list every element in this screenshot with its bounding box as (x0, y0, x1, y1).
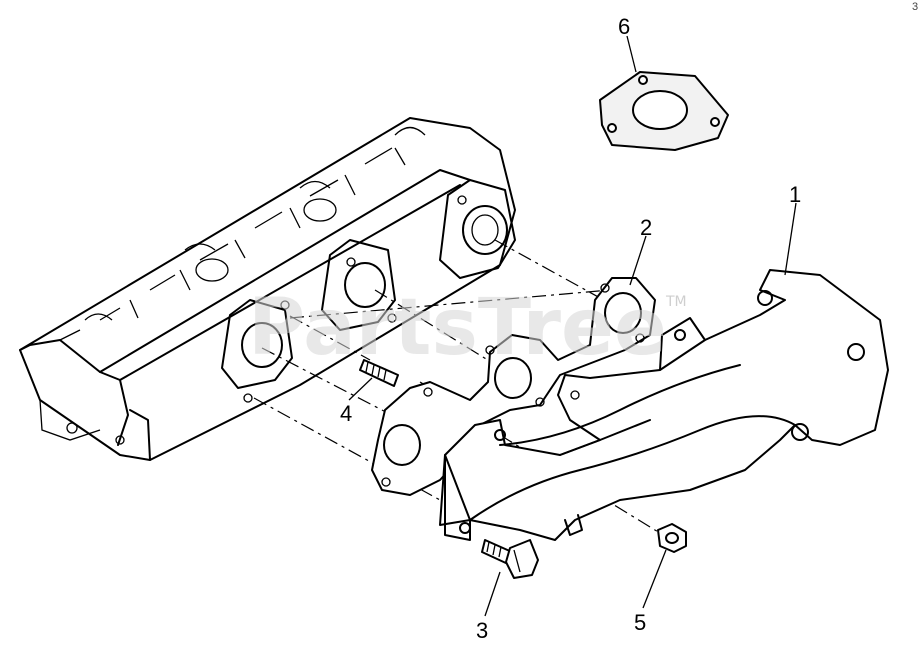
watermark-text: PartsTree (248, 283, 667, 373)
exhaust-manifold (439, 269, 889, 541)
callout-part-1: 1 (789, 182, 801, 207)
flange-gasket (599, 71, 729, 151)
callout-part-3: 3 (476, 618, 488, 643)
callout-part-4: 4 (340, 401, 352, 426)
callout-part-5: 5 (634, 610, 646, 635)
watermark-tm: TM (665, 294, 687, 310)
leader-lines (348, 35, 797, 617)
callout-part-6: 6 (618, 14, 630, 39)
bolt (481, 539, 539, 579)
cylinder-head (19, 117, 516, 461)
callout-part-2: 2 (640, 215, 652, 240)
corner-mark: 3 (912, 1, 918, 13)
stud (359, 359, 399, 387)
nut (657, 523, 687, 553)
watermark: PartsTree TM (248, 283, 687, 373)
